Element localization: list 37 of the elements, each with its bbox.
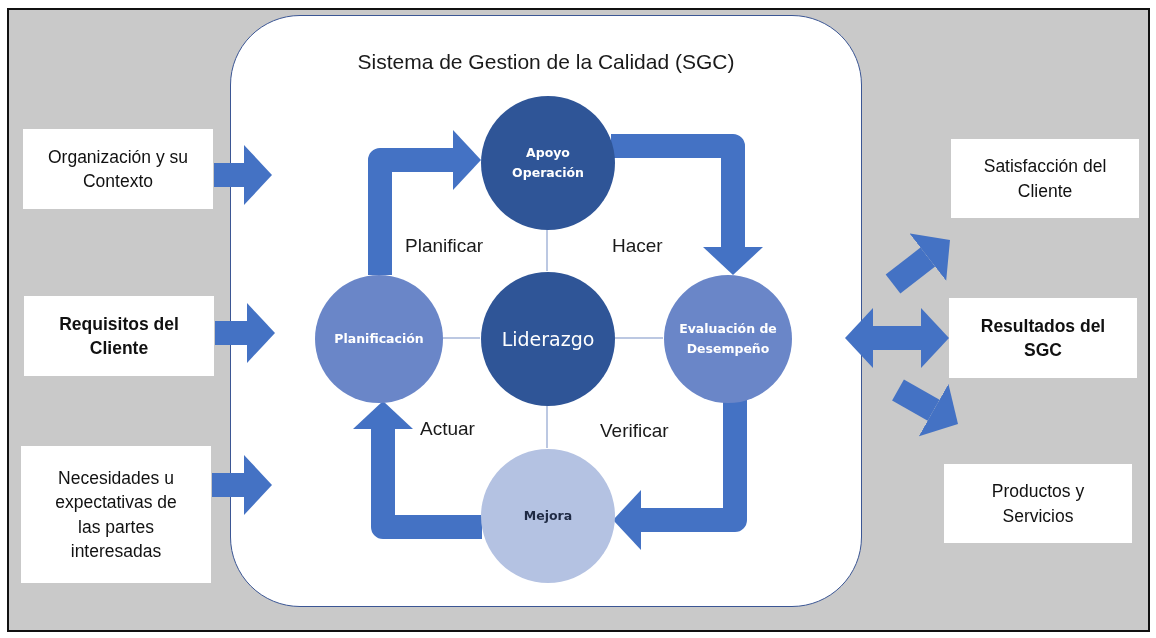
block-arrow — [613, 399, 747, 550]
box-label: Productos y Servicios — [990, 480, 1086, 528]
text-box — [951, 139, 1139, 218]
circle-label: Evaluación de Desempeño — [678, 320, 778, 358]
block-arrow — [353, 401, 482, 539]
block-arrow — [214, 145, 272, 205]
block-arrow — [892, 379, 958, 437]
box-label: Organización y su Contexto — [47, 145, 189, 193]
phase-label: Verificar — [600, 419, 669, 443]
block-arrow — [885, 233, 950, 294]
connector-line — [613, 337, 664, 339]
phase-label: Planificar — [405, 234, 484, 258]
box-label: Satisfacción del Cliente — [982, 155, 1108, 203]
phase-label: Actuar — [420, 417, 475, 441]
text-box — [21, 446, 211, 583]
text-box — [944, 464, 1132, 543]
connector-line — [441, 337, 481, 339]
box-label: Requisitos del Cliente — [58, 312, 180, 360]
circle-label: Mejora — [523, 507, 573, 525]
block-arrow — [845, 308, 949, 368]
block-arrow — [368, 130, 481, 275]
circle-label: Planificación — [334, 330, 424, 348]
box-label: Necesidades u expectativas de las partes interesadas — [54, 466, 178, 563]
connector-line — [546, 228, 548, 272]
connector-line — [546, 404, 548, 449]
block-arrow — [212, 455, 272, 515]
circle-label: Liderazgo — [501, 326, 595, 352]
text-box — [23, 129, 213, 209]
system-panel — [230, 15, 862, 607]
circle-label: Apoyo Operación — [511, 144, 585, 182]
panel-title: Sistema de Gestion de la Calidad (SGC) — [356, 49, 736, 75]
block-arrow — [611, 134, 763, 275]
text-box — [24, 296, 214, 376]
box-label: Resultados del SGC — [979, 314, 1107, 362]
phase-label: Hacer — [612, 234, 663, 258]
block-arrow — [215, 303, 275, 363]
text-box — [949, 298, 1137, 378]
